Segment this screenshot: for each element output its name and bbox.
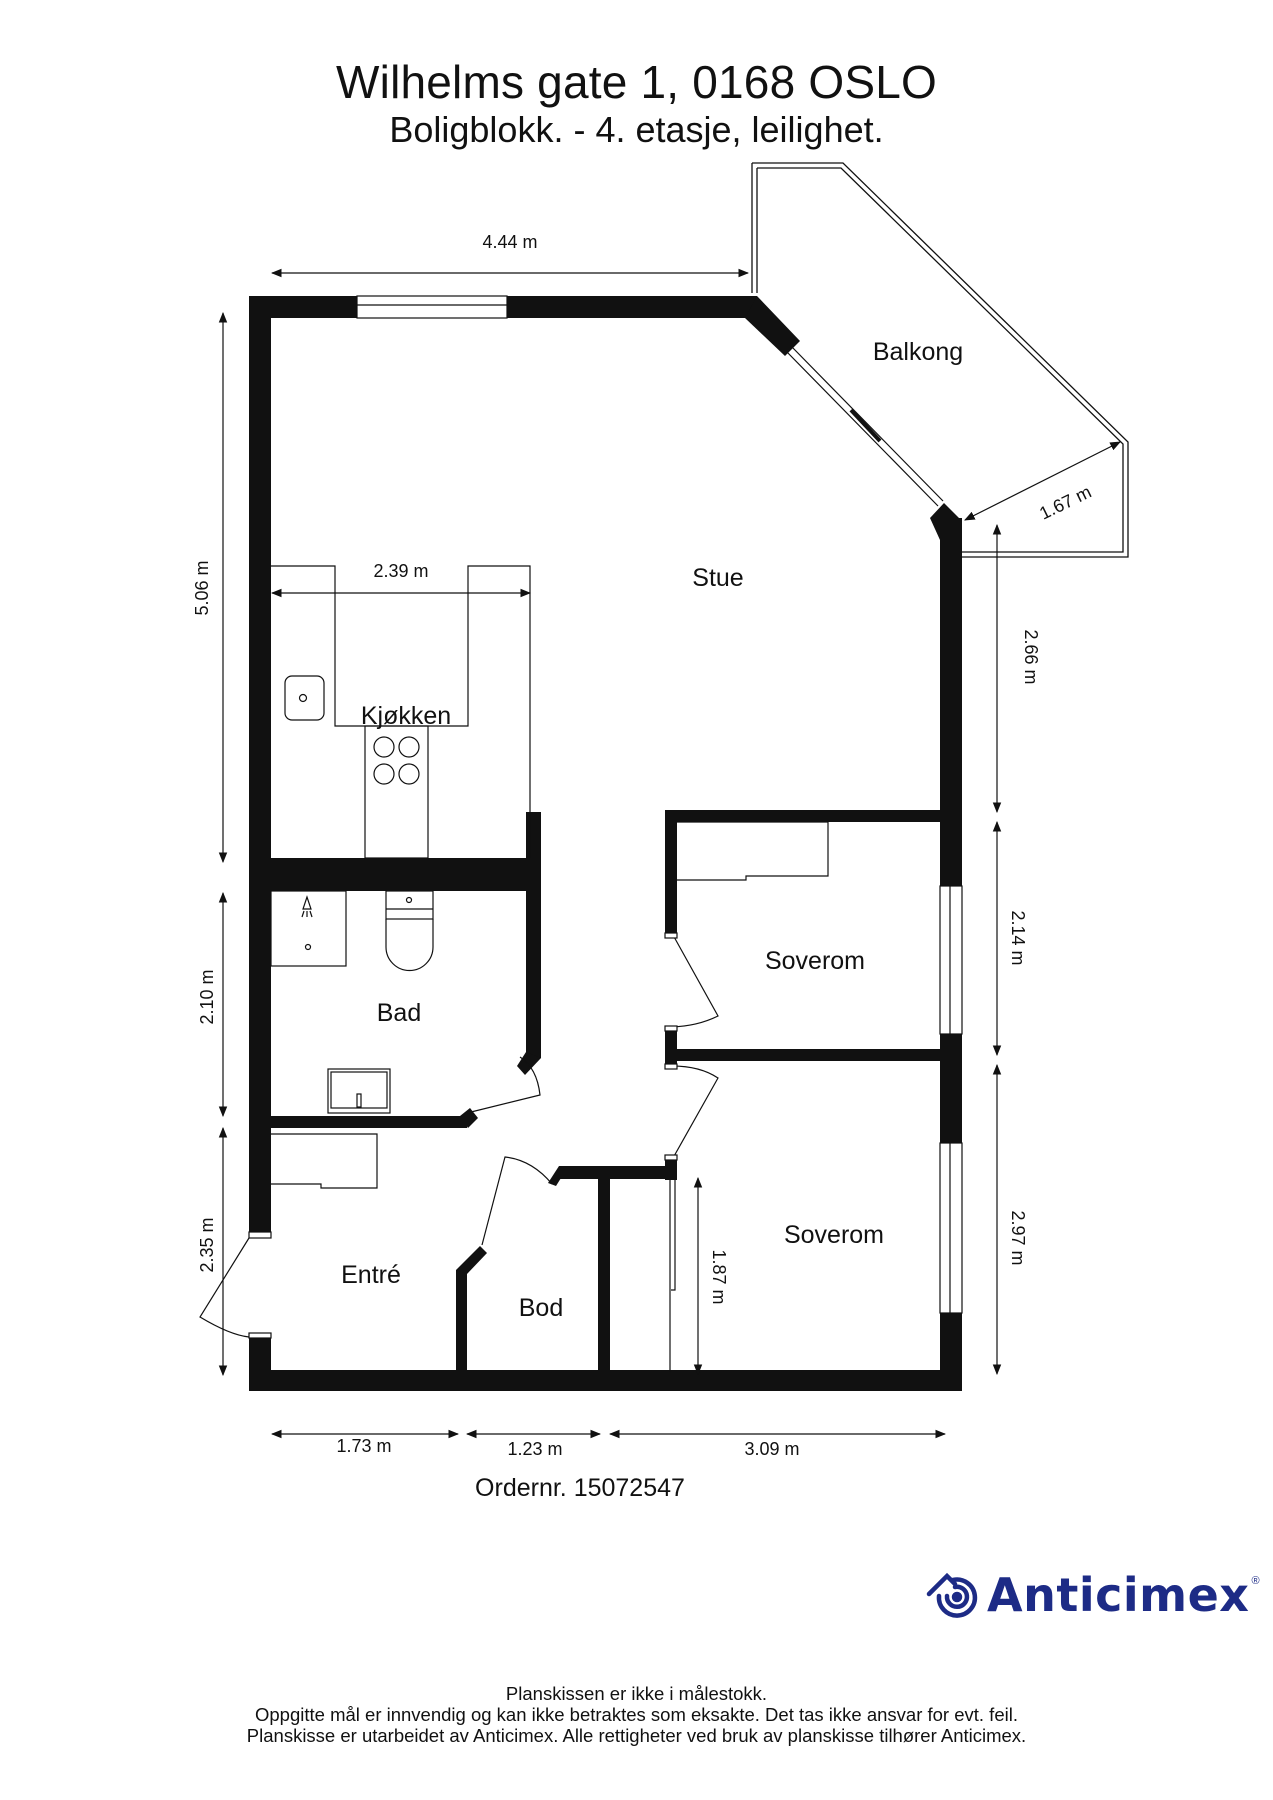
dim-bottom-bod-width: 1.23 m	[507, 1439, 562, 1459]
order-number: Ordernr. 15072547	[475, 1474, 685, 1502]
dim-left-entry-height: 2.35 m	[197, 1217, 217, 1272]
dim-right-bedroom1-height: 2.14 m	[1008, 910, 1028, 965]
dim-top-width: 4.44 m	[482, 232, 537, 252]
balcony-door	[785, 345, 944, 507]
disclaimer-line-3: Planskisse er utarbeidet av Anticimex. A…	[246, 1725, 1027, 1746]
kitchen-fixtures	[271, 565, 531, 859]
disclaimer-line-2: Oppgitte mål er innvendig og kan ikke be…	[255, 1704, 1018, 1725]
logo-name: Anticimex	[987, 1568, 1250, 1622]
room-label-kjokken: Kjøkken	[361, 702, 451, 730]
closets	[271, 821, 829, 1372]
room-label-balkong: Balkong	[873, 338, 963, 366]
dimension-lines	[218, 268, 1121, 1439]
room-label-stue: Stue	[692, 564, 743, 592]
dim-bottom-entry-width: 1.73 m	[336, 1436, 391, 1456]
disclaimer: Planskissen er ikke i målestokk. Oppgitt…	[0, 1683, 1273, 1746]
registered-mark: ®	[1251, 1575, 1260, 1587]
window-top	[356, 295, 508, 319]
balcony	[751, 162, 1129, 558]
dim-closet-height: 1.87 m	[709, 1249, 729, 1304]
dim-kitchen-width: 2.39 m	[373, 561, 428, 581]
room-label-bod: Bod	[519, 1294, 563, 1322]
dim-bottom-bedroom-width: 3.09 m	[744, 1439, 799, 1459]
door-swings	[199, 932, 719, 1339]
anticimex-swirl-house-icon	[926, 1572, 978, 1618]
room-label-soverom-1: Soverom	[765, 947, 865, 975]
bathroom-fixtures	[270, 890, 434, 1114]
window-bedroom-2	[939, 1142, 963, 1314]
dim-right-bedroom2-height: 2.97 m	[1008, 1210, 1028, 1265]
address-title: Wilhelms gate 1, 0168 OSLO	[336, 56, 937, 108]
plan-header: Wilhelms gate 1, 0168 OSLO Boligblokk. -…	[0, 56, 1273, 152]
unit-subtitle: Boligblokk. - 4. etasje, leilighet.	[389, 109, 884, 150]
dim-right-stue-height: 2.66 m	[1021, 629, 1041, 684]
dim-left-bath-height: 2.10 m	[197, 969, 217, 1024]
room-label-bad: Bad	[377, 999, 421, 1027]
interior-walls	[271, 810, 940, 1375]
window-bedroom-1	[939, 885, 963, 1035]
dim-balcony-depth: 1.67 m	[1036, 482, 1094, 524]
exterior-walls	[249, 296, 962, 1391]
room-label-entre: Entré	[341, 1261, 401, 1289]
room-label-soverom-2: Soverom	[784, 1221, 884, 1249]
dim-left-stue-height: 5.06 m	[192, 560, 212, 615]
anticimex-logo: Anticimex®	[925, 1568, 1260, 1622]
disclaimer-line-1: Planskissen er ikke i målestokk.	[505, 1683, 768, 1704]
